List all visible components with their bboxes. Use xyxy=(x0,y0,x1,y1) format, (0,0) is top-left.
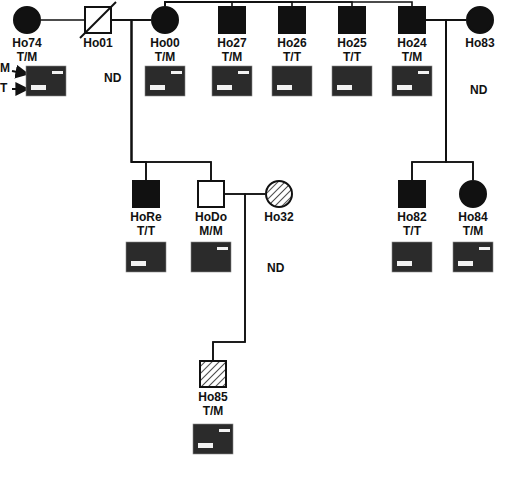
individual-id: Ho27 xyxy=(194,37,270,50)
individual-id: Ho83 xyxy=(442,37,518,50)
pedigree-line xyxy=(112,20,211,180)
genotype: T/T xyxy=(374,225,450,238)
male-square: Ho01 xyxy=(84,6,112,34)
male-square: Ho82T/T xyxy=(398,180,426,208)
gel-image xyxy=(212,66,252,96)
not-determined: ND xyxy=(267,262,284,275)
allele-arrow xyxy=(12,71,28,74)
female-circle: Ho84T/M xyxy=(459,180,487,208)
individual-id: Ho01 xyxy=(60,37,136,50)
genotype: T/T xyxy=(254,51,330,64)
gel-image xyxy=(191,242,231,272)
genotype: T/M xyxy=(435,225,511,238)
gel-image xyxy=(145,66,185,96)
square-outline xyxy=(338,6,366,34)
individual-id: HoRe xyxy=(108,211,184,224)
individual-id: Ho00 xyxy=(127,37,203,50)
square-outline xyxy=(84,6,112,34)
square-outline xyxy=(132,180,160,208)
square-outline xyxy=(398,6,426,34)
square-outline xyxy=(278,6,306,34)
individual-id: Ho74 xyxy=(0,37,65,50)
gel-image xyxy=(453,242,493,272)
pedigree-line xyxy=(165,2,412,6)
individual-id: Ho25 xyxy=(314,37,390,50)
genotype: M/M xyxy=(173,225,249,238)
female-circle: Ho83 xyxy=(466,6,494,34)
not-determined: ND xyxy=(470,84,487,97)
male-square: HoDoM/M xyxy=(197,180,225,208)
male-square: Ho27T/M xyxy=(218,6,246,34)
square-outline xyxy=(398,180,426,208)
gel-image xyxy=(272,66,312,96)
individual-id: Ho84 xyxy=(435,211,511,224)
circle-outline xyxy=(459,180,487,208)
gel-image xyxy=(126,242,166,272)
gel-image xyxy=(392,242,432,272)
pedigree-line xyxy=(132,20,152,180)
circle-outline xyxy=(466,6,494,34)
circle-outline xyxy=(151,6,179,34)
not-determined: ND xyxy=(104,72,121,85)
circle-outline xyxy=(265,180,293,208)
female-circle: Ho74T/M xyxy=(13,6,41,34)
square-outline xyxy=(199,360,227,388)
individual-id: Ho26 xyxy=(254,37,330,50)
pedigree-line xyxy=(112,20,146,180)
gel-image xyxy=(26,66,66,96)
gel-image xyxy=(392,66,432,96)
allele-arrow xyxy=(12,88,28,90)
allele-label: M xyxy=(0,62,10,75)
female-circle: Ho32 xyxy=(265,180,293,208)
genotype: T/M xyxy=(127,51,203,64)
genotype: T/M xyxy=(194,51,270,64)
individual-id: Ho32 xyxy=(241,211,317,224)
genotype: T/T xyxy=(108,225,184,238)
male-square: Ho25T/T xyxy=(338,6,366,34)
circle-outline xyxy=(13,6,41,34)
individual-id: HoDo xyxy=(173,211,249,224)
square-outline xyxy=(218,6,246,34)
allele-label: T xyxy=(0,82,7,95)
female-circle: Ho00T/M xyxy=(151,6,179,34)
genotype: T/T xyxy=(314,51,390,64)
pedigree-line xyxy=(41,19,84,21)
male-square: Ho26T/T xyxy=(278,6,306,34)
male-square: Ho24T/M xyxy=(398,6,426,34)
individual-id: Ho85 xyxy=(175,391,251,404)
gel-image xyxy=(193,424,233,454)
square-outline xyxy=(197,180,225,208)
male-square: Ho85T/M xyxy=(199,360,227,388)
gel-image xyxy=(332,66,372,96)
genotype: T/M xyxy=(374,51,450,64)
male-square: HoReT/T xyxy=(132,180,160,208)
genotype: T/M xyxy=(175,405,251,418)
individual-id: Ho82 xyxy=(374,211,450,224)
individual-id: Ho24 xyxy=(374,37,450,50)
